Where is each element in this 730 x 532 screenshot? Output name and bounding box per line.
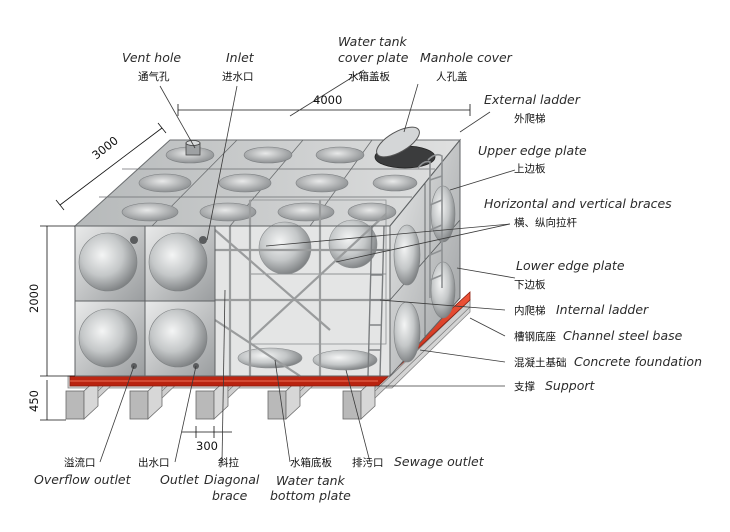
dim-support-spacing: 300	[196, 439, 218, 453]
label-overflow-zh: 溢流口	[64, 456, 96, 469]
leader-lines	[99, 69, 516, 463]
label-external-ladder-en: External ladder	[484, 92, 581, 107]
label-support-en: Support	[545, 378, 596, 393]
label-outlet-zh: 出水口	[138, 456, 170, 469]
label-cover-plate-zh: 水箱盖板	[348, 70, 390, 83]
label-concrete-en: Concrete foundation	[574, 354, 702, 369]
label-cover-plate-en2: cover plate	[338, 50, 409, 65]
label-bottom-plate-en1: Water tank	[276, 473, 346, 488]
label-upper-edge-en: Upper edge plate	[478, 143, 587, 158]
label-diagonal-brace-zh: 斜拉	[218, 456, 239, 469]
label-channel-base-en: Channel steel base	[563, 328, 683, 343]
manhole-cover	[376, 126, 420, 158]
label-vent-hole-zh: 通气孔	[138, 70, 170, 83]
dim-support-height: 450	[27, 390, 41, 412]
label-internal-ladder-zh: 内爬梯	[514, 304, 546, 317]
label-inlet-en: Inlet	[226, 50, 255, 65]
label-cover-plate-en1: Water tank	[338, 34, 408, 49]
pipe-fittings	[130, 236, 207, 369]
dim-length: 4000	[313, 93, 342, 107]
vent-hole	[185, 140, 201, 156]
label-channel-base-zh: 槽钢底座	[514, 330, 556, 343]
label-manhole-en: Manhole cover	[420, 50, 513, 65]
label-diagonal-brace-en1: Diagonal	[204, 472, 260, 487]
label-vent-hole-en: Vent hole	[122, 50, 181, 65]
external-ladder	[417, 153, 443, 298]
label-support-zh: 支撑	[514, 380, 535, 393]
label-outlet-en: Outlet	[160, 472, 200, 487]
label-braces-en: Horizontal and vertical braces	[484, 196, 672, 211]
dim-width: 3000	[89, 133, 121, 162]
label-diagonal-brace-en2: brace	[212, 488, 248, 503]
label-external-ladder-zh: 外爬梯	[514, 112, 546, 125]
label-bottom-plate-zh: 水箱底板	[290, 456, 332, 469]
dim-height: 2000	[27, 284, 41, 313]
label-manhole-zh: 人孔盖	[436, 70, 468, 83]
support-blocks	[65, 299, 471, 420]
label-upper-edge-zh: 上边板	[514, 162, 546, 175]
label-sewage-en: Sewage outlet	[394, 454, 485, 469]
label-bottom-plate-en2: bottom plate	[270, 488, 351, 503]
label-internal-ladder-en: Internal ladder	[556, 302, 649, 317]
dimension-lines	[40, 104, 471, 438]
label-lower-edge-zh: 下边板	[514, 278, 546, 291]
label-lower-edge-en: Lower edge plate	[516, 258, 625, 273]
label-braces-zh: 横、纵向拉杆	[514, 216, 577, 229]
label-sewage-zh: 排污口	[352, 456, 384, 469]
tank-front-face	[74, 199, 391, 377]
label-concrete-zh: 混凝土基础	[514, 356, 567, 369]
label-overflow-en: Overflow outlet	[34, 472, 132, 487]
label-inlet-zh: 进水口	[222, 71, 254, 83]
